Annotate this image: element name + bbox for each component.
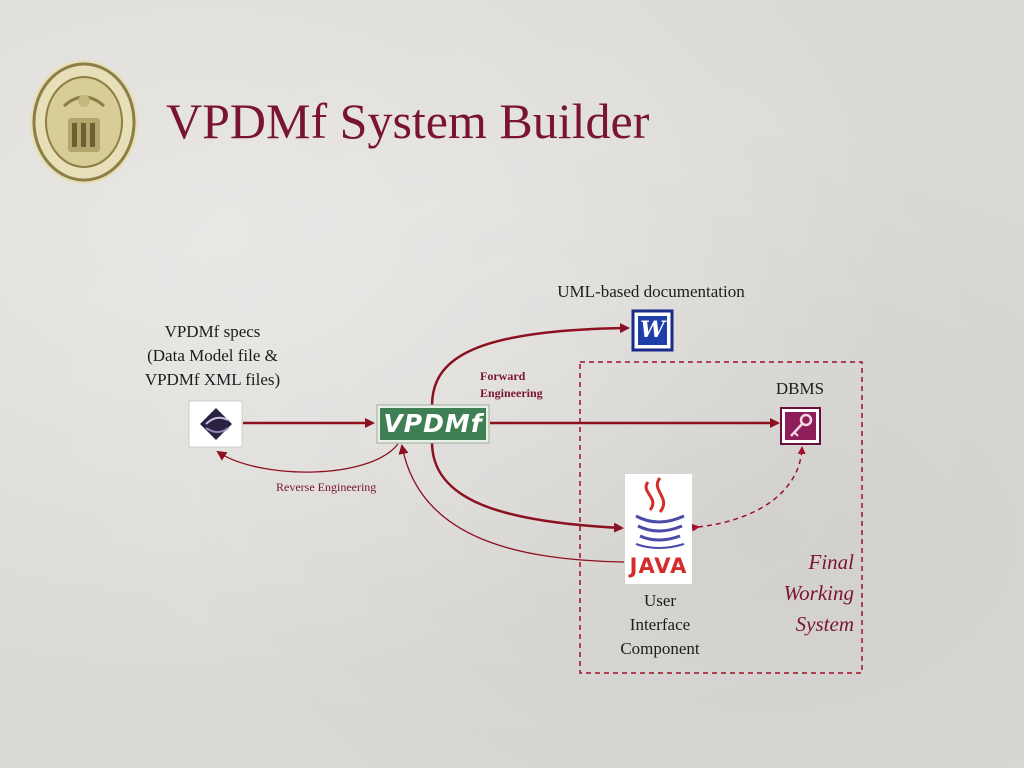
forward-label-line1: Forward: [480, 369, 526, 383]
forward-engineering-label: Forward Engineering: [480, 368, 543, 402]
java-logo-text: JAVA: [629, 554, 688, 578]
final-label-line3: System: [795, 612, 854, 636]
vpdmf-logo: [376, 404, 490, 444]
java-label-line2: Interface: [629, 615, 691, 634]
dbms-key-icon: [780, 407, 821, 445]
vpdmf-logo-text: VPDMf: [383, 409, 483, 438]
slide-title: VPDMf System Builder: [166, 93, 650, 149]
word-document-icon: [631, 309, 674, 352]
java-label: User Interface Component: [600, 589, 720, 661]
edge-java-dbms-dashed: [691, 446, 806, 532]
edge-vpdmf-to-uml: [430, 323, 630, 407]
specs-label-line2: (Data Model file &: [147, 346, 278, 365]
dbms-label: DBMS: [775, 379, 825, 398]
specs-label-line1: VPDMf specs: [164, 322, 261, 341]
edge-vpdmf-to-java: [430, 441, 624, 533]
java-label-line1: User: [643, 591, 677, 610]
final-label-line1: Final: [808, 550, 855, 574]
uml-label: UML-based documentation: [557, 282, 745, 301]
java-label-line3: Component: [620, 639, 700, 658]
edge-reverse-java-to-vpdmf: [398, 444, 625, 563]
word-icon-letter: W: [640, 317, 665, 343]
reverse-engineering-label: Reverse Engineering: [276, 480, 377, 494]
final-system-label: Final Working System: [740, 547, 854, 640]
final-label-line2: Working: [783, 581, 854, 605]
specs-label-line3: VPDMf XML files): [144, 370, 281, 389]
specs-file-icon: [188, 400, 243, 448]
java-logo: [625, 474, 692, 584]
edge-reverse-vpdmf-to-specs: [216, 443, 399, 473]
specs-label: VPDMf specs (Data Model file & VPDMf XML…: [120, 320, 305, 392]
university-seal-logo: [30, 60, 138, 184]
final-system-group-box: [579, 361, 863, 674]
forward-label-line2: Engineering: [480, 386, 543, 400]
